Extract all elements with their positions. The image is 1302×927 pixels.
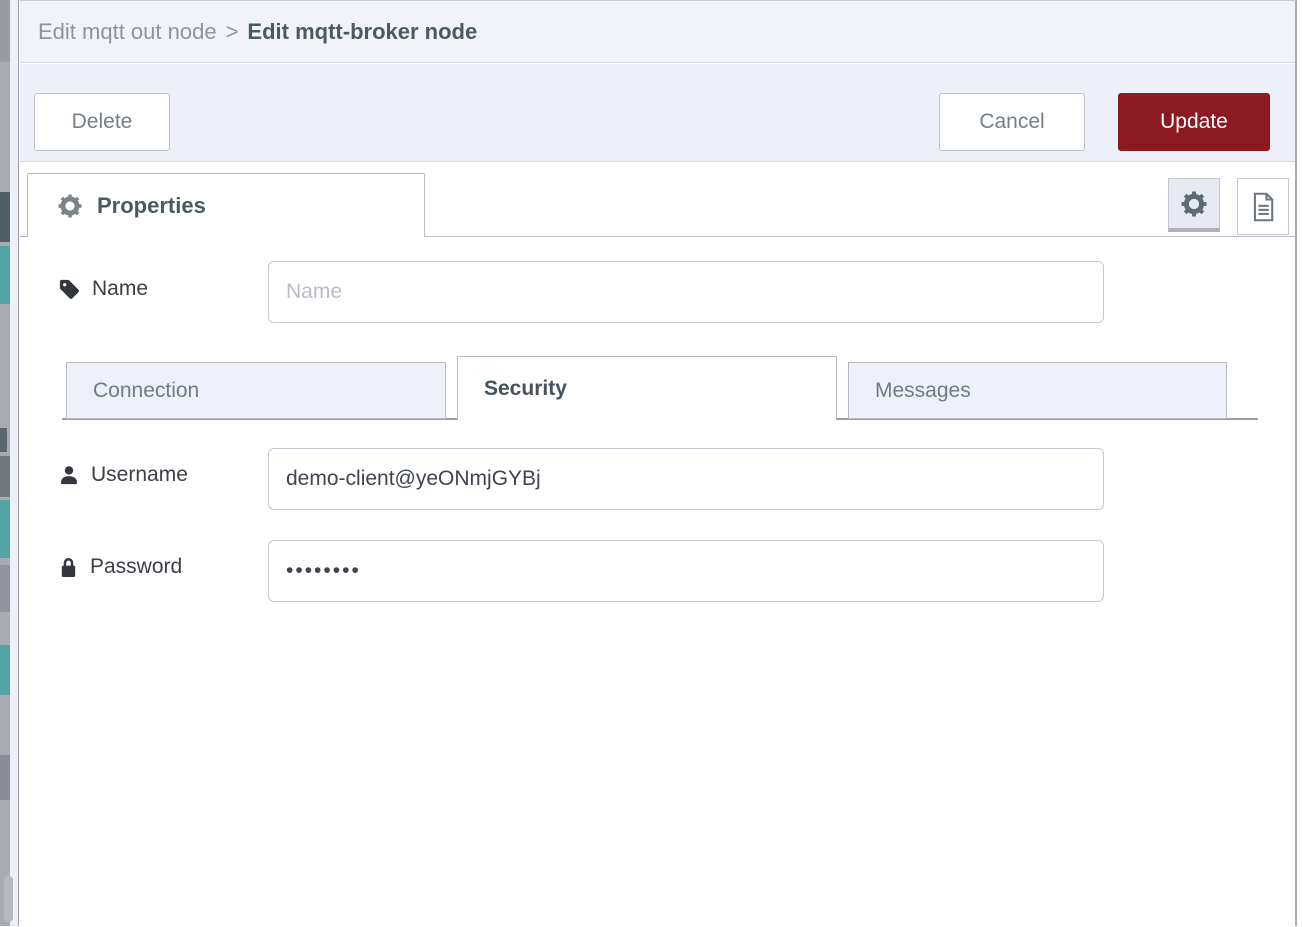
tabbar-divider bbox=[20, 236, 1295, 237]
tag-icon bbox=[58, 278, 81, 301]
tab-security[interactable]: Security bbox=[457, 356, 837, 420]
edit-tray: Edit mqtt out node > Edit mqtt-broker no… bbox=[20, 0, 1297, 927]
update-button[interactable]: Update bbox=[1118, 93, 1270, 151]
workspace-backdrop bbox=[0, 0, 19, 926]
name-input[interactable] bbox=[268, 261, 1104, 323]
palette-node-block bbox=[0, 428, 7, 452]
username-label-text: Username bbox=[91, 463, 188, 486]
breadcrumb-parent[interactable]: Edit mqtt out node bbox=[38, 18, 217, 44]
palette-node-block bbox=[0, 500, 10, 558]
tray-toolbar: Delete Cancel Update bbox=[20, 64, 1295, 162]
document-icon bbox=[1249, 192, 1277, 222]
tray-content: Properties bbox=[20, 162, 1295, 927]
palette-node-block bbox=[0, 755, 10, 800]
password-label: Password bbox=[58, 555, 182, 579]
palette-node-block bbox=[0, 246, 10, 304]
palette-node-block bbox=[0, 565, 10, 612]
breadcrumb-current: Edit mqtt-broker node bbox=[247, 18, 478, 44]
node-description-toggle-button[interactable] bbox=[1237, 178, 1289, 235]
breadcrumb: Edit mqtt out node > Edit mqtt-broker no… bbox=[20, 1, 1295, 63]
delete-button[interactable]: Delete bbox=[34, 93, 170, 151]
name-label: Name bbox=[58, 277, 148, 301]
password-input[interactable] bbox=[268, 540, 1104, 602]
node-properties-toggle-button[interactable] bbox=[1168, 178, 1220, 232]
palette-scrollbar-thumb[interactable] bbox=[4, 876, 13, 922]
name-label-text: Name bbox=[92, 277, 149, 300]
tab-security-label: Security bbox=[484, 376, 567, 400]
palette-node-block bbox=[0, 192, 10, 242]
cog-icon bbox=[58, 194, 82, 218]
cancel-button[interactable]: Cancel bbox=[939, 93, 1085, 151]
tab-properties[interactable]: Properties bbox=[27, 173, 425, 237]
tab-messages[interactable]: Messages bbox=[848, 362, 1227, 419]
palette-node-block bbox=[0, 645, 10, 695]
cog-icon bbox=[1181, 191, 1207, 217]
tab-connection-label: Connection bbox=[93, 378, 200, 402]
username-label: Username bbox=[58, 463, 188, 487]
palette-block bbox=[0, 0, 10, 62]
breadcrumb-separator: > bbox=[225, 18, 239, 44]
username-input[interactable] bbox=[268, 448, 1104, 510]
password-label-text: Password bbox=[90, 555, 183, 578]
palette-strip bbox=[0, 0, 10, 926]
palette-node-block bbox=[0, 456, 10, 497]
tab-messages-label: Messages bbox=[875, 378, 971, 402]
lock-icon bbox=[58, 556, 79, 579]
tab-connection[interactable]: Connection bbox=[66, 362, 446, 419]
tab-properties-label: Properties bbox=[97, 192, 206, 218]
user-icon bbox=[58, 464, 80, 486]
